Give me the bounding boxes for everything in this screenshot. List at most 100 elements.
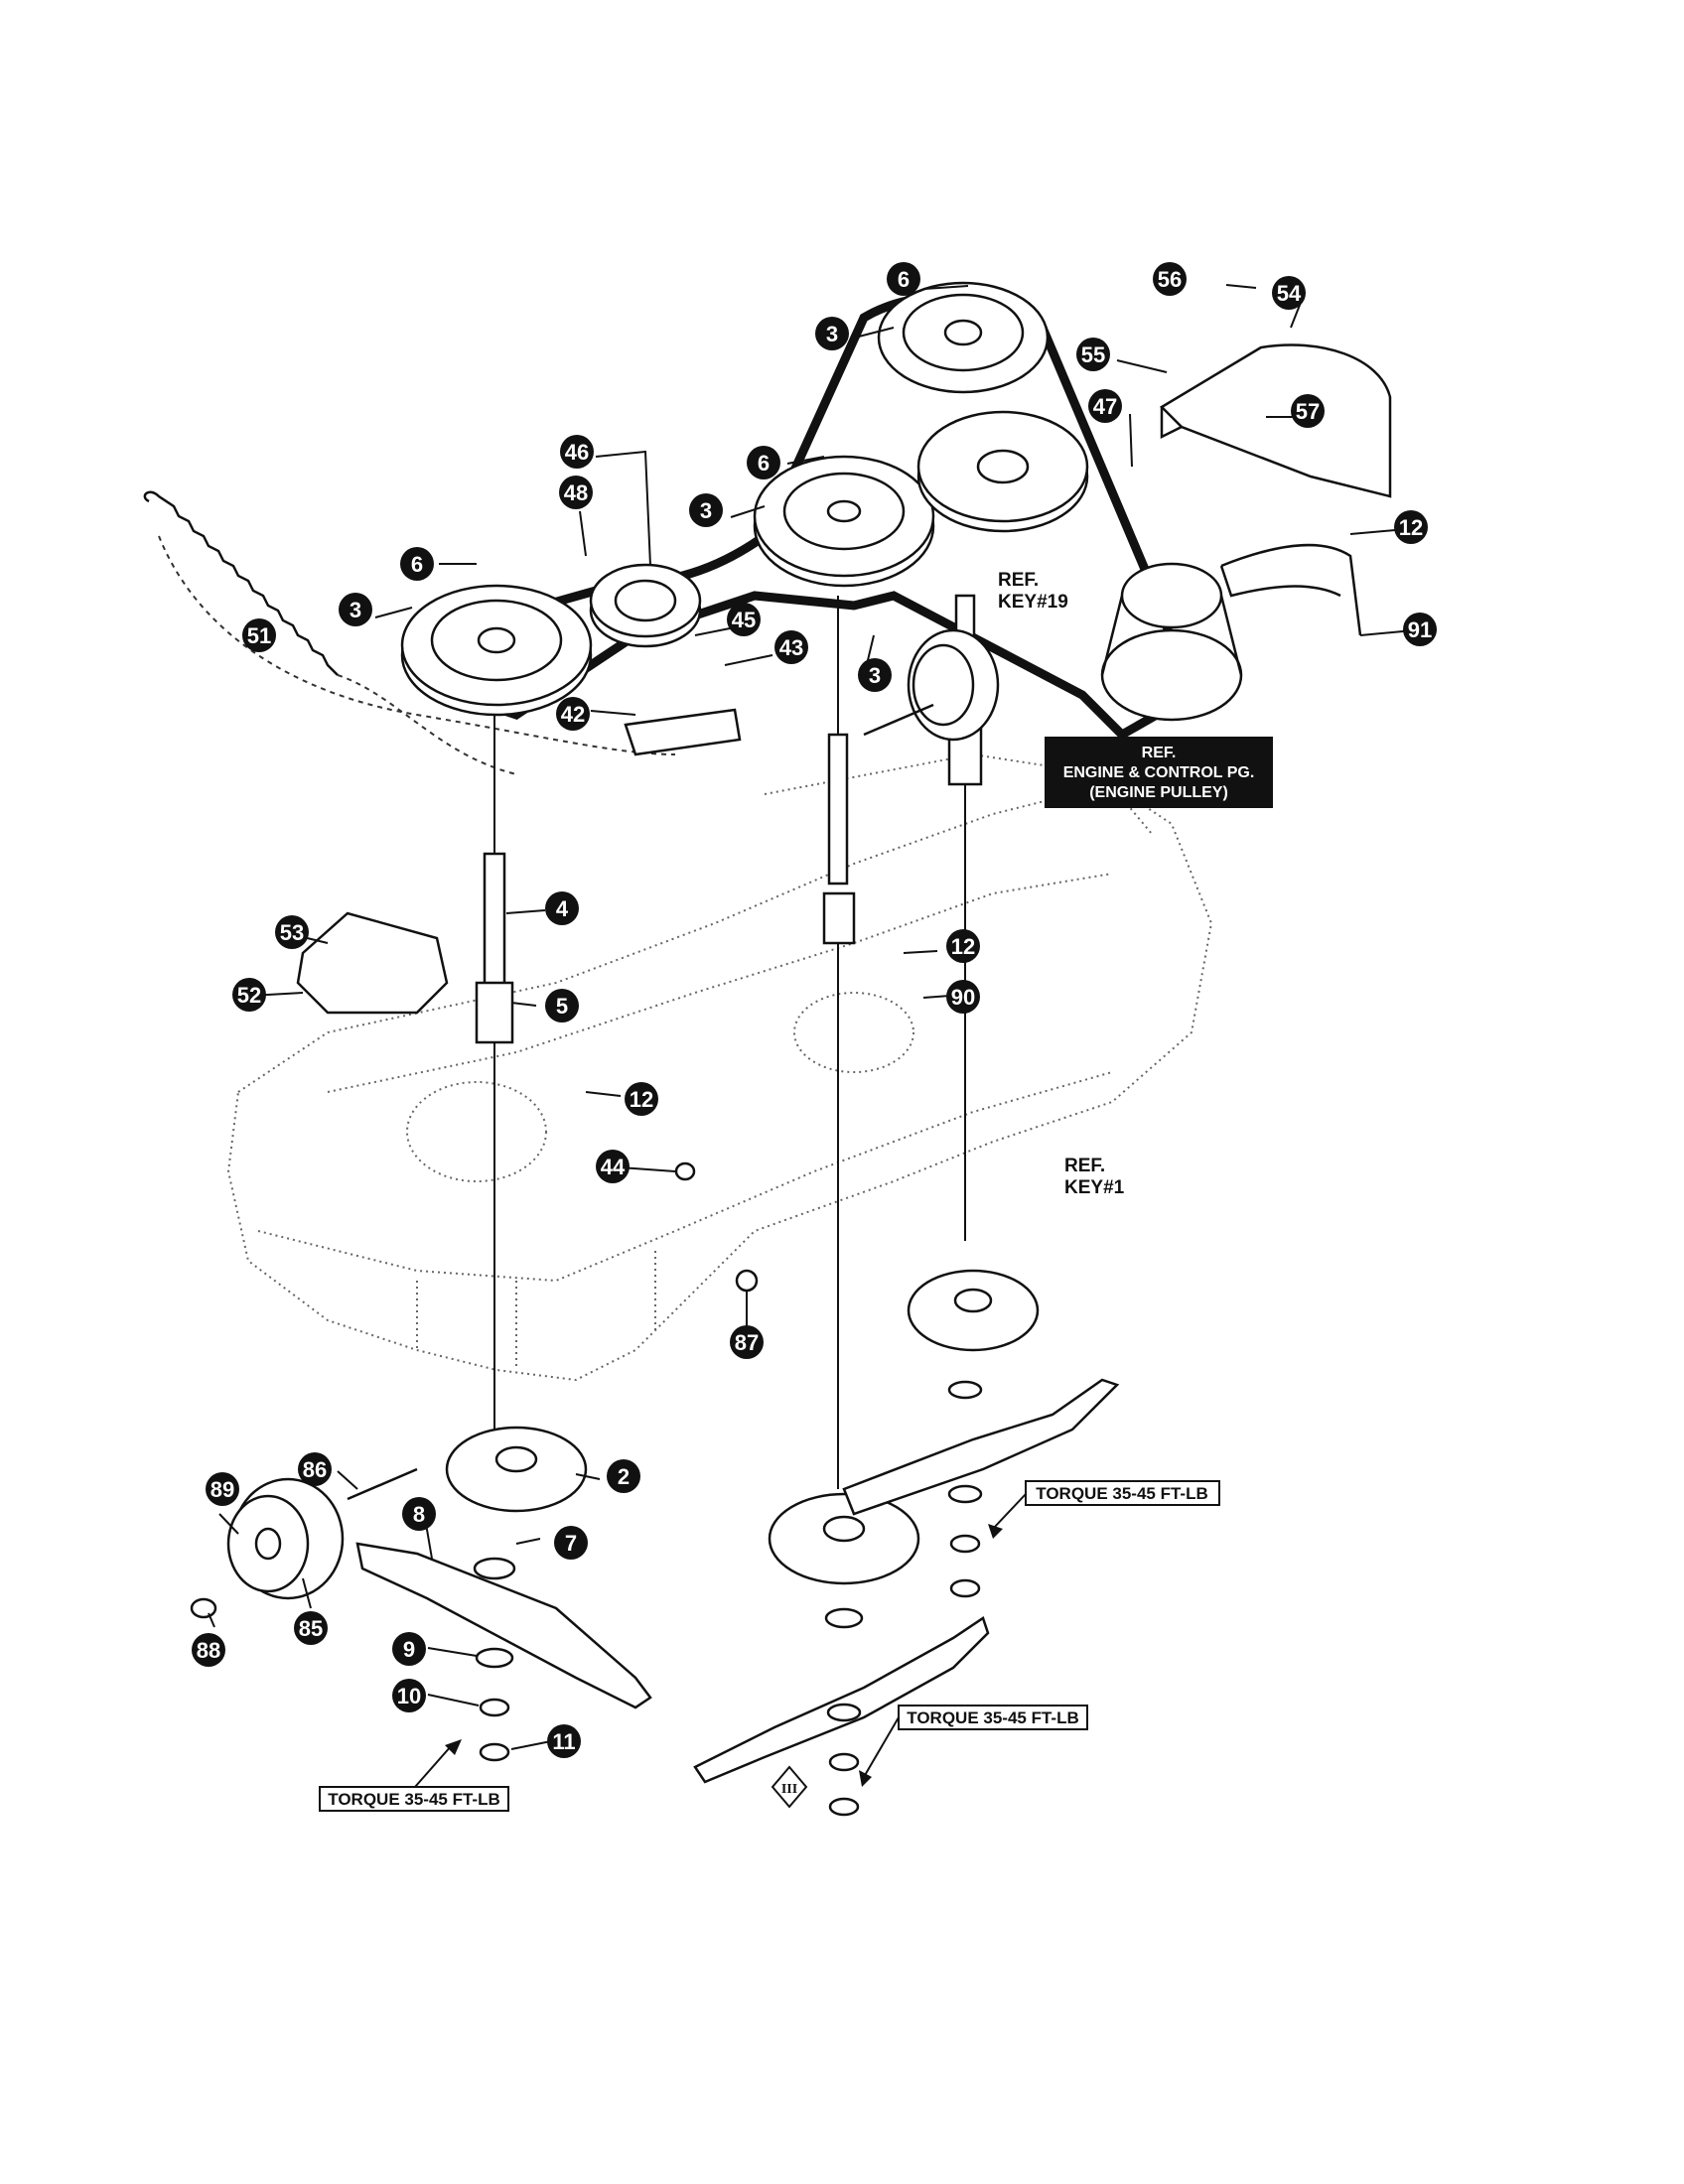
callout-circle (1403, 613, 1437, 646)
callout-circle (858, 658, 892, 692)
callout-number: 12 (630, 1087, 653, 1112)
callout-number: 56 (1158, 267, 1182, 292)
callout-number: 3 (826, 322, 838, 346)
callout-11: 11 (547, 1724, 581, 1758)
callout-number: 7 (565, 1531, 577, 1556)
callout-circle (339, 593, 372, 626)
callout-number: 3 (869, 663, 881, 688)
callout-8: 8 (402, 1497, 436, 1531)
callout-circle (727, 603, 761, 636)
callout-number: 51 (247, 623, 271, 648)
callout-number: 46 (565, 440, 589, 465)
ref-key19: REF. KEY#19 (998, 570, 1068, 613)
deck-housing (226, 752, 1213, 1382)
callout-number: 9 (403, 1637, 415, 1662)
gauge-wheel-left (226, 1467, 418, 1600)
callout-circle (559, 476, 593, 509)
callout-number: 48 (564, 480, 588, 505)
blade-middle (693, 1616, 990, 1784)
callout-number: 3 (350, 598, 361, 622)
callout-4: 4 (545, 891, 579, 925)
safety-symbol-text: III (781, 1782, 797, 1797)
ref-key19-line2: KEY#19 (998, 592, 1068, 613)
callout-90: 90 (946, 980, 980, 1014)
callout-7: 7 (554, 1526, 588, 1560)
torque-box-middle: TORQUE 35-45 FT-LB (859, 1705, 1088, 1787)
callout-number: 55 (1081, 342, 1105, 367)
spindle-left (475, 715, 514, 1439)
ref-engine-line2: ENGINE & CONTROL PG. (1063, 764, 1255, 781)
callout-43: 43 (774, 630, 808, 664)
callout-circle (747, 446, 780, 479)
callout-3: 3 (858, 658, 892, 692)
callout-number: 6 (758, 451, 770, 476)
callout-circle (730, 1325, 764, 1359)
callout-circle (946, 929, 980, 963)
blade-left (355, 1542, 652, 1709)
callout-circle (596, 1150, 630, 1183)
callout-46: 46 (560, 435, 594, 469)
callout-87: 87 (730, 1325, 764, 1359)
callout-circle (946, 980, 980, 1014)
callout-circle (545, 989, 579, 1023)
callout-circle (298, 1452, 332, 1486)
callout-number: 47 (1093, 394, 1117, 419)
callout-circle (232, 978, 266, 1012)
callout-circle (1153, 262, 1187, 296)
idler-bracket (624, 708, 742, 756)
torque-label-middle: TORQUE 35-45 FT-LB (907, 1708, 1079, 1727)
pulley-top (877, 281, 1050, 394)
gear-pulley (916, 410, 1089, 533)
callout-number: 8 (413, 1502, 425, 1527)
callout-circle (242, 618, 276, 652)
torque-label-left: TORQUE 35-45 FT-LB (328, 1790, 500, 1809)
callout-number: 3 (700, 498, 712, 523)
callout-12: 12 (1394, 510, 1428, 544)
callout-circle (1076, 338, 1110, 371)
ref-engine-pulley-box: REF. ENGINE & CONTROL PG. (ENGINE PULLEY… (1045, 737, 1273, 808)
callout-6: 6 (887, 262, 920, 296)
spindle-housing-left (445, 1426, 588, 1513)
callout-91: 91 (1403, 613, 1437, 646)
callout-number: 57 (1296, 399, 1320, 424)
callout-6: 6 (747, 446, 780, 479)
callout-3: 3 (689, 493, 723, 527)
callout-54: 54 (1272, 276, 1306, 310)
torque-label-right: TORQUE 35-45 FT-LB (1036, 1484, 1208, 1503)
callout-number: 12 (951, 934, 975, 959)
callout-3: 3 (815, 317, 849, 350)
callout-number: 10 (397, 1684, 421, 1708)
callout-48: 48 (559, 476, 593, 509)
ref-key19-line1: REF. (998, 570, 1039, 591)
callout-number: 2 (618, 1464, 630, 1489)
callout-number: 91 (1408, 617, 1432, 642)
callout-number: 45 (732, 608, 756, 632)
callout-number: 43 (779, 635, 803, 660)
callout-number: 90 (951, 985, 975, 1010)
callout-number: 52 (237, 983, 261, 1008)
callout-86: 86 (298, 1452, 332, 1486)
caster-wheel-right (863, 628, 1000, 742)
callout-circle (560, 435, 594, 469)
callout-circle (392, 1679, 426, 1712)
callout-44: 44 (596, 1150, 630, 1183)
callout-45: 45 (727, 603, 761, 636)
callout-12: 12 (946, 929, 980, 963)
callout-85: 85 (294, 1611, 328, 1645)
callout-number: 53 (280, 920, 304, 945)
callout-52: 52 (232, 978, 266, 1012)
spindle-housing-right (907, 1269, 1040, 1352)
callout-6: 6 (400, 547, 434, 581)
torque-box-left: TORQUE 35-45 FT-LB (319, 1739, 509, 1812)
callout-circle (192, 1633, 225, 1667)
callout-circle (1394, 510, 1428, 544)
callout-circle (774, 630, 808, 664)
guard-bracket (1219, 543, 1362, 636)
idler-pulley (589, 563, 702, 648)
callout-number: 86 (303, 1457, 327, 1482)
torque-box-right: TORQUE 35-45 FT-LB (988, 1480, 1220, 1539)
callout-number: 6 (898, 267, 910, 292)
tension-spring (143, 490, 676, 775)
